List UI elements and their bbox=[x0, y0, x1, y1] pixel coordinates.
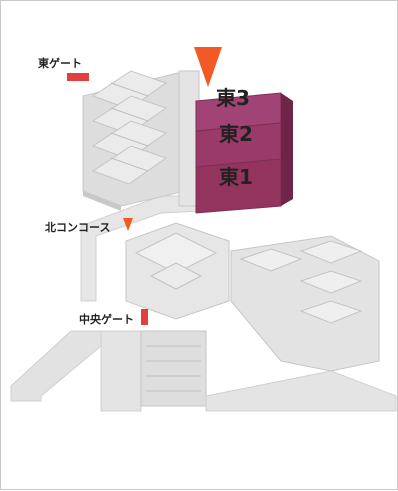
east-gate-marker[interactable] bbox=[67, 73, 89, 81]
central-gate-marker[interactable] bbox=[141, 309, 148, 325]
west-block-front bbox=[83, 191, 121, 211]
east-halls-side bbox=[281, 93, 293, 206]
east1-label: 東1 bbox=[219, 165, 253, 189]
walkway-north-bridge bbox=[80, 195, 202, 302]
north-concourse-marker-icon bbox=[123, 218, 133, 231]
west-block-ridges bbox=[110, 82, 149, 172]
central-gate-label: 中央ゲート bbox=[79, 312, 134, 326]
east2-label: 東2 bbox=[219, 122, 253, 146]
walkway-bottom bbox=[100, 330, 142, 412]
walkway-southeast bbox=[205, 370, 397, 412]
south-building-roof-lines bbox=[146, 345, 201, 392]
central-roof bbox=[134, 232, 218, 274]
south-building bbox=[140, 330, 207, 407]
east3-label: 東3 bbox=[216, 86, 250, 110]
north-concourse-label: 北コンコース bbox=[45, 220, 110, 234]
location-marker-icon bbox=[194, 47, 222, 87]
central-roof-2 bbox=[149, 262, 203, 290]
east-large-roofs bbox=[239, 240, 363, 324]
walkway-left bbox=[10, 330, 102, 402]
east-gate-label: 東ゲート bbox=[38, 56, 82, 70]
